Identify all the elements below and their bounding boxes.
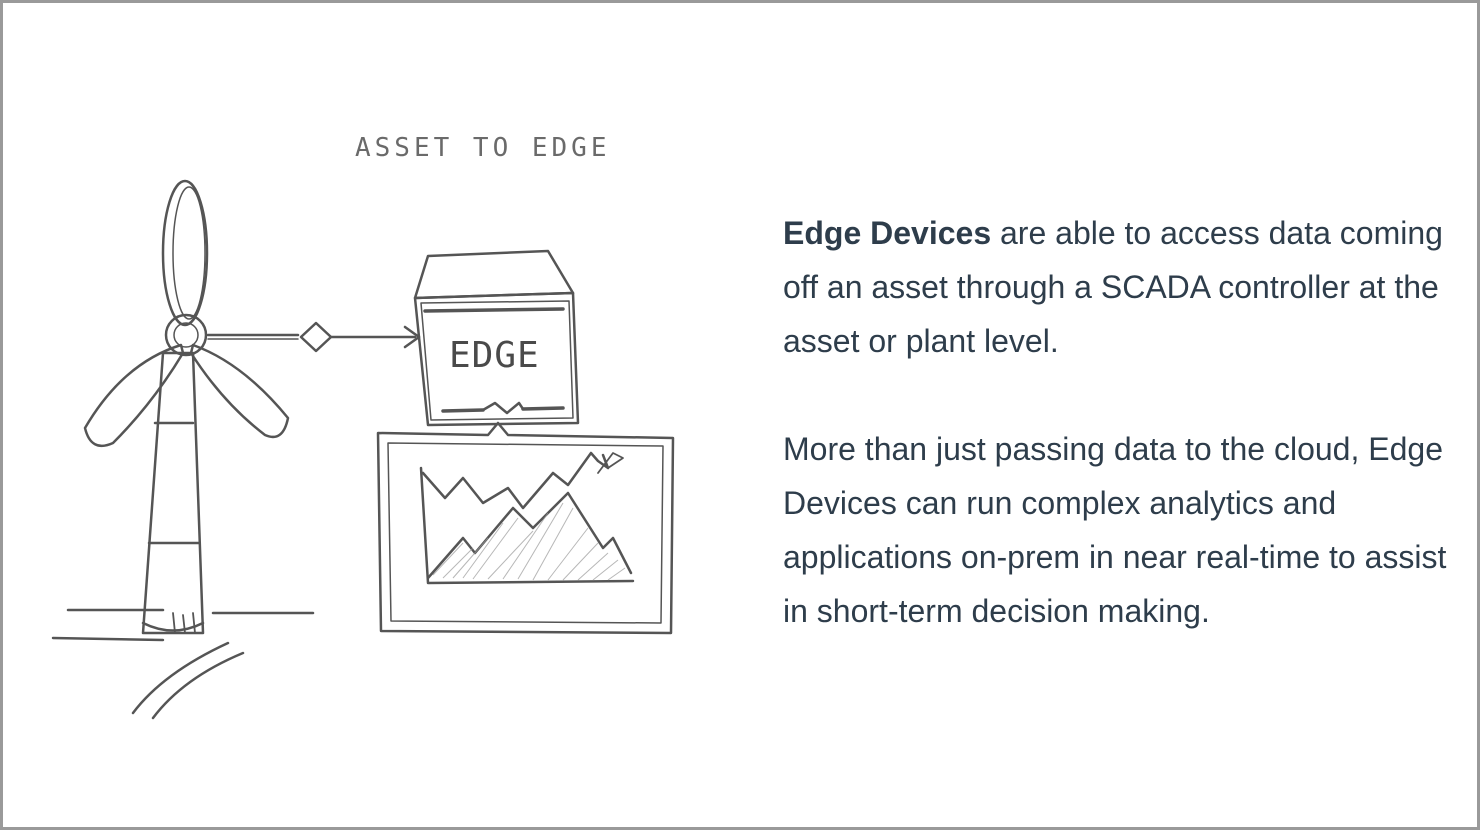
- edge-box-notch: [481, 401, 525, 415]
- turbine-hub: [164, 313, 208, 357]
- asset-to-edge-sketch: [43, 113, 703, 723]
- connector-diamond: [299, 321, 333, 353]
- edge-box-front: [413, 291, 580, 427]
- chart-hatching: [432, 502, 626, 581]
- paragraph-1-rest: are able to access data coming off an as…: [783, 215, 1443, 359]
- sketch-drawing: [51, 179, 675, 720]
- edge-box-label: EDGE: [449, 335, 540, 376]
- turbine-tower: [141, 351, 205, 635]
- dashboard-panel: [376, 421, 675, 635]
- tower-base: [141, 621, 205, 632]
- edge-box-top: [413, 249, 575, 300]
- edge-box-slot-top: [423, 307, 565, 313]
- paragraph-edge-analytics: More than just passing data to the cloud…: [783, 431, 1447, 629]
- dashboard-chart-line: [421, 451, 610, 510]
- blade-right: [189, 343, 290, 439]
- edge-devices-emphasis: Edge Devices: [783, 215, 992, 251]
- blade-top: [161, 179, 209, 327]
- sketch-title-label: ASSET TO EDGE: [355, 133, 611, 163]
- blade-left: [83, 343, 185, 448]
- paragraph-edge-access: Edge Devices are able to access data com…: [783, 206, 1453, 368]
- description-text: Edge Devices are able to access data com…: [783, 206, 1453, 638]
- dashboard-chart-axes: [419, 466, 635, 585]
- dashboard-chart-area-line: [426, 491, 633, 580]
- path-curve-2: [151, 651, 245, 720]
- ground-line-left-2: [51, 636, 165, 642]
- path-curve-1: [131, 641, 230, 715]
